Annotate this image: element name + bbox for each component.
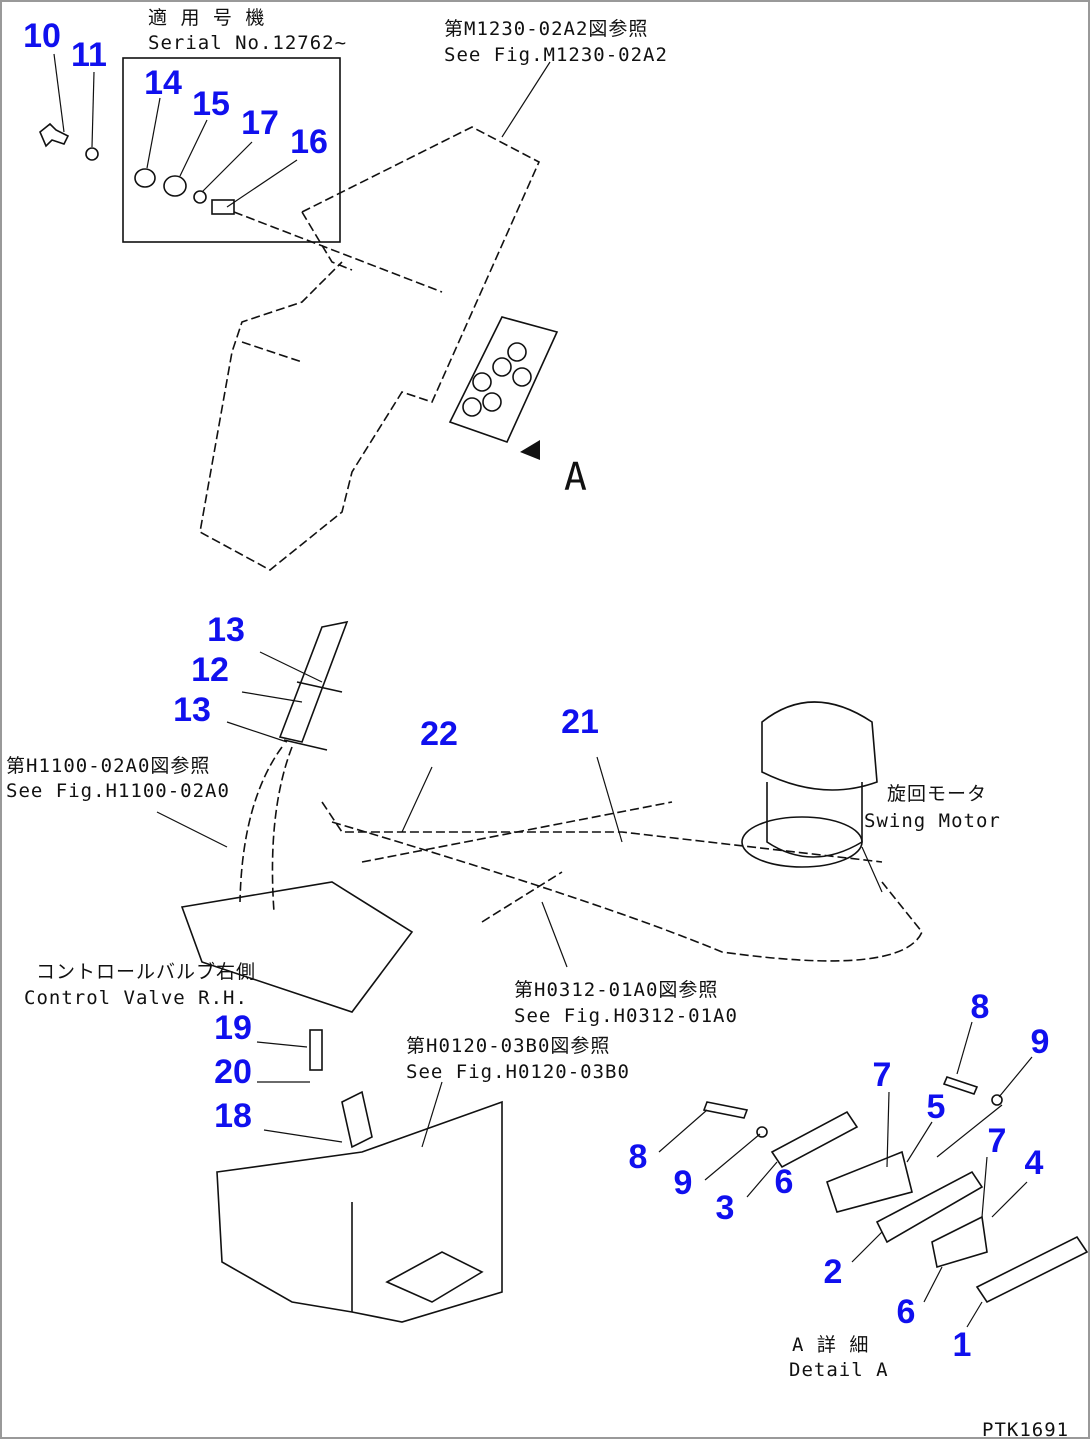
callout: 11: [71, 36, 107, 74]
washer-14: [134, 168, 156, 188]
detail-a-parts: [702, 1076, 1088, 1304]
callout: 14: [144, 64, 182, 102]
ref-h0120-jp: 第H0120-03B0図参照: [406, 1035, 610, 1057]
callout: 4: [1025, 1144, 1044, 1182]
detail-a-jp: A 詳 細: [792, 1334, 869, 1356]
callout: 6: [775, 1163, 794, 1201]
detail-a-en: Detail A: [789, 1359, 889, 1381]
callout: 13: [207, 611, 245, 649]
callout: 8: [629, 1138, 648, 1176]
frame-assembly: [216, 1029, 503, 1323]
callout: 1: [953, 1326, 972, 1364]
washer-15: [163, 175, 187, 197]
callout: 17: [241, 104, 279, 142]
ref-h1100-jp: 第H1100-02A0図参照: [6, 755, 210, 777]
callout: 15: [192, 85, 230, 123]
callout: 19: [214, 1009, 252, 1047]
callout: 3: [716, 1189, 735, 1227]
ref-m1230-en: See Fig.M1230-02A2: [444, 44, 668, 66]
callout: 12: [191, 651, 229, 689]
serial-label-en: Serial No.12762~: [148, 32, 347, 54]
callout: 7: [873, 1056, 892, 1094]
callout: 6: [897, 1293, 916, 1331]
serial-range-box: [122, 57, 341, 243]
cab-panel: [199, 126, 559, 571]
callout: 22: [420, 715, 458, 753]
ref-h0312-en: See Fig.H0312-01A0: [514, 1005, 738, 1027]
callout: 13: [173, 691, 211, 729]
ref-h0312-jp: 第H0312-01A0図参照: [514, 979, 718, 1001]
callout: 7: [988, 1122, 1007, 1160]
ref-h0120-en: See Fig.H0120-03B0: [406, 1061, 630, 1083]
lever-and-hoses: [180, 620, 923, 1013]
leader-lines: [53, 53, 1033, 1328]
callout: 10: [23, 17, 61, 55]
control-valve-en: Control Valve R.H.: [24, 987, 248, 1009]
callout: 5: [927, 1088, 946, 1126]
callout: 18: [214, 1097, 252, 1135]
swing-motor: [741, 701, 878, 868]
callout: 21: [561, 703, 599, 741]
washer-11: [85, 147, 99, 161]
swing-motor-jp: 旋回モータ: [887, 783, 987, 805]
callouts: 10 11 14 15 17 16 13 12 13 22 21 19 20 1…: [23, 17, 1049, 1364]
nut-16: [211, 199, 235, 215]
callout: 9: [1031, 1023, 1050, 1061]
ref-h1100-en: See Fig.H1100-02A0: [6, 780, 230, 802]
callout: 16: [290, 123, 328, 161]
ring-17: [193, 190, 207, 204]
bolt-10: [39, 122, 70, 148]
swing-motor-en: Swing Motor: [864, 810, 1001, 832]
view-a-label: A: [564, 455, 588, 499]
view-arrow-icon: [520, 440, 540, 460]
callout: 8: [971, 988, 990, 1026]
serial-label-jp: 適 用 号 機: [148, 7, 265, 29]
ref-m1230-jp: 第M1230-02A2図参照: [444, 18, 648, 40]
drawing-id: PTK1691: [982, 1419, 1069, 1439]
callout: 9: [674, 1164, 693, 1202]
callout: 2: [824, 1253, 843, 1291]
callout: 20: [214, 1053, 252, 1091]
control-valve-jp: コントロールバルブ右側: [36, 960, 256, 983]
